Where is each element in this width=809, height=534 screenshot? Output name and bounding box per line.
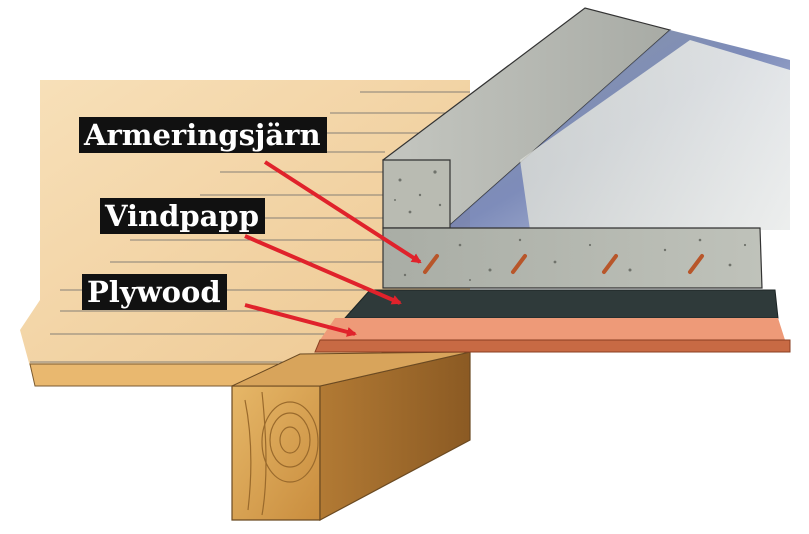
plywood-arrow: [244, 303, 357, 337]
concrete-wall: [382, 7, 790, 230]
wind-barrier-layer: [343, 289, 779, 319]
rebar-label: Armeringsjärn: [79, 117, 327, 153]
concrete-aggregate: [394, 170, 747, 281]
wind-barrier-label: Vindpapp: [100, 198, 265, 234]
rebar-arrow: [263, 160, 422, 264]
plywood-label: Plywood: [82, 274, 227, 310]
wood-grain-rings: [244, 391, 319, 516]
plywood-layer: [314, 318, 791, 353]
support-beam: [231, 351, 471, 521]
concrete-slab: [382, 170, 763, 289]
pointer-arrows: [244, 160, 422, 337]
wind-barrier-arrow: [244, 234, 402, 305]
rebar-bars: [423, 254, 704, 274]
